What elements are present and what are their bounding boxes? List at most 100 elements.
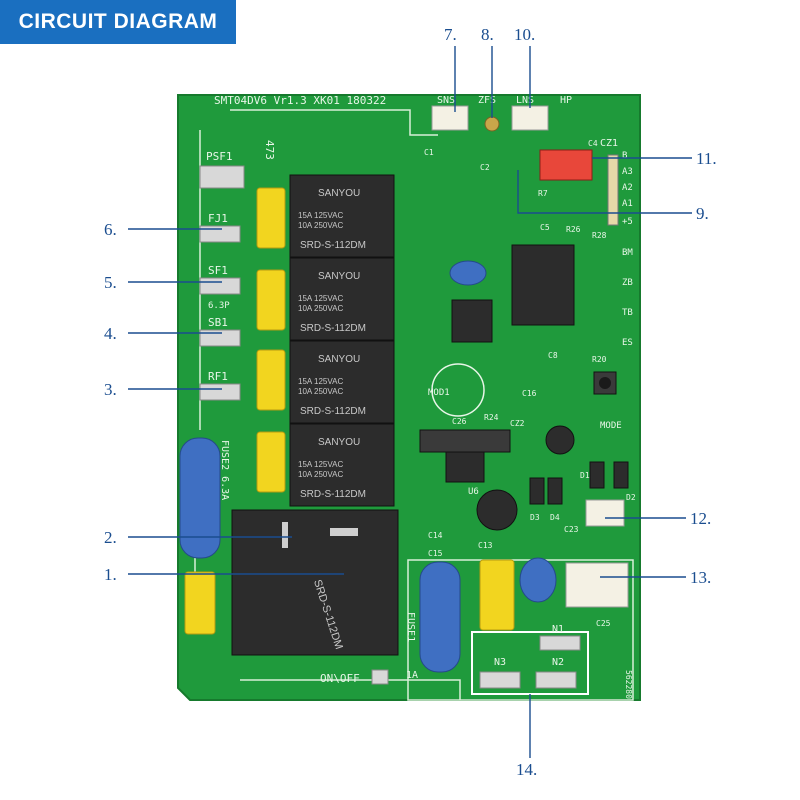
- callout-6: 6.: [104, 220, 117, 239]
- relay-1-model: SRD-S-112DM: [300, 240, 366, 251]
- push-button-cap: [599, 377, 611, 389]
- label-u6: U6: [468, 487, 479, 497]
- heatsink: [419, 429, 511, 453]
- relay-3-brand: SANYOU: [318, 354, 360, 365]
- callout-numbers: 1. 2. 3. 4. 5. 6. 7. 8. 9. 10. 11. 12. 1…: [104, 25, 717, 779]
- side-label-bm: BM: [622, 248, 633, 258]
- mode-label: MODE: [600, 421, 622, 431]
- electrolytic-cap: [476, 489, 518, 531]
- callout-8: 8.: [481, 25, 494, 44]
- side-label-es: ES: [622, 338, 633, 348]
- diode-d2: [613, 461, 629, 489]
- label-d4: D4: [550, 513, 560, 522]
- label-r28: R28: [592, 231, 607, 240]
- label-c2: C2: [480, 163, 490, 172]
- relay-main-pin-b: [330, 528, 358, 536]
- n-label-n2: N2: [552, 657, 564, 668]
- label-d1: D1: [580, 471, 590, 480]
- terminal-n3: [479, 671, 521, 689]
- label-d2: D2: [626, 493, 636, 502]
- label-c1: C1: [424, 148, 434, 157]
- red-connector: [539, 149, 593, 181]
- sns-connector: [431, 105, 469, 131]
- relay-1: [289, 174, 395, 258]
- relay-3-model: SRD-S-112DM: [300, 406, 366, 417]
- side-label-a3: A3: [622, 167, 633, 177]
- relay-4-rating-a: 15A 125VAC: [298, 460, 343, 469]
- relay-3-rating-b: 10A 250VAC: [298, 387, 343, 396]
- connector-12: [585, 499, 625, 527]
- fuse1-label: FUSE1: [405, 612, 416, 642]
- side-label-b: B: [622, 151, 627, 161]
- n-label-n3: N3: [494, 657, 506, 668]
- top-label-zfs: ZFS: [478, 95, 496, 106]
- terminal-label-sb1: SB1: [208, 316, 228, 329]
- relay-1-rating-a: 15A 125VAC: [298, 211, 343, 220]
- side-label-a1: A1: [622, 199, 633, 209]
- terminal-sf1-note: 6.3P: [208, 301, 230, 311]
- relay-extra-label: 473: [263, 140, 276, 160]
- label-c8: C8: [548, 351, 558, 360]
- pin-header: B A3 A2 A1 +5 BM ZB TB ES: [607, 151, 633, 348]
- diode-d1: [589, 461, 605, 489]
- side-label-tb: TB: [622, 308, 633, 318]
- top-label-sns: SNS: [437, 95, 455, 106]
- callout-2: 2.: [104, 528, 117, 547]
- relay-1-brand: SANYOU: [318, 188, 360, 199]
- terminal-n2: [535, 671, 577, 689]
- regulator: [445, 451, 485, 483]
- terminal-fj1: [199, 225, 241, 243]
- yellow-capacitors: [184, 187, 515, 635]
- zfs-component: [484, 116, 500, 132]
- terminal-sb1: [199, 329, 241, 347]
- ic-chip-small: [451, 299, 493, 343]
- callout-12: 12.: [690, 509, 711, 528]
- relay-3: [289, 340, 395, 424]
- label-c5: C5: [540, 223, 550, 232]
- callout-14: 14.: [516, 760, 537, 779]
- mod1-circle: [431, 363, 485, 417]
- relay-main-pin-a: [282, 522, 288, 548]
- label-c23: C23: [564, 525, 579, 534]
- connector-13: [565, 562, 629, 608]
- fuse1-capsule: [419, 561, 461, 673]
- banner-title: CIRCUIT DIAGRAM: [0, 0, 236, 44]
- label-c25: C25: [596, 619, 611, 628]
- callout-5: 5.: [104, 273, 117, 292]
- lns-connector: [511, 105, 549, 131]
- terminal-label-fj1: FJ1: [208, 212, 228, 225]
- relay-main: [231, 509, 399, 656]
- relay-2-model: SRD-S-112DM: [300, 323, 366, 334]
- misc-silk-labels: C1 C2 C4 C5 C8 C13 C14 C15 C16 C23 C25 C…: [424, 139, 636, 628]
- top-connectors: SNS ZFS LNS HP: [431, 95, 572, 132]
- board-part-number: 562280: [624, 670, 633, 699]
- terminal-label-psf1: PSF1: [206, 150, 233, 163]
- terminal-n1: [539, 635, 581, 651]
- pcb-silk-box-lower: [407, 559, 634, 701]
- label-mod1: MOD1: [428, 388, 450, 398]
- callout-9: 9.: [696, 204, 709, 223]
- label-r7: R7: [538, 189, 548, 198]
- label-r20: R20: [592, 355, 607, 364]
- relay-2-rating-b: 10A 250VAC: [298, 304, 343, 313]
- top-label-hp: HP: [560, 95, 572, 106]
- label-c13: C13: [478, 541, 493, 550]
- relay-4-rating-b: 10A 250VAC: [298, 470, 343, 479]
- terminal-psf1: [199, 165, 245, 189]
- label-c26: C26: [452, 417, 467, 426]
- n-terminals: N1 N3 N2: [471, 624, 589, 695]
- fuse2-label: FUSE2 6.3A: [219, 440, 230, 500]
- diode-d3: [529, 477, 545, 505]
- callout-7: 7.: [444, 25, 457, 44]
- relay-4-model: SRD-S-112DM: [300, 489, 366, 500]
- diode-d4: [547, 477, 563, 505]
- relay-3-rating-a: 15A 125VAC: [298, 377, 343, 386]
- left-terminals: PSF1 FJ1 SF1 6.3P SB1 RF1: [199, 150, 245, 401]
- callout-line-9: [517, 170, 692, 214]
- switch-block: [371, 669, 389, 685]
- fuse2-capsule: [179, 437, 221, 559]
- relay-2-rating-a: 15A 125VAC: [298, 294, 343, 303]
- label-c14: C14: [428, 531, 443, 540]
- label-c16: C16: [522, 389, 537, 398]
